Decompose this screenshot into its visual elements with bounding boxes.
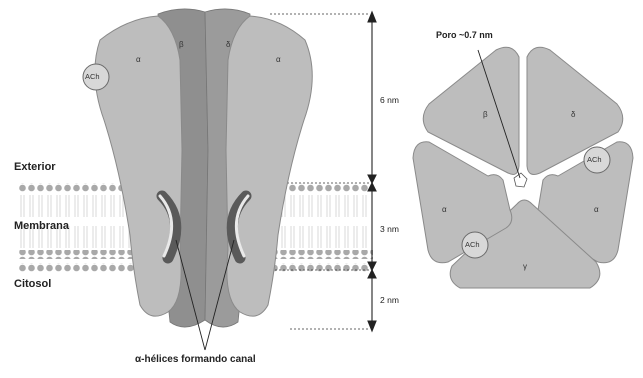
top-alpha-right-label: α — [594, 205, 599, 214]
pore-label: Poro ~0.7 nm — [436, 30, 493, 40]
side-delta-label: δ — [226, 40, 230, 49]
top-ach-upper-label: ACh — [587, 155, 602, 164]
top-delta-label: δ — [571, 110, 575, 119]
dim-top-label: 6 nm — [380, 95, 399, 105]
side-beta-label: β — [179, 40, 184, 49]
side-ach-label: ACh — [85, 72, 100, 81]
label-citosol: Citosol — [14, 278, 51, 290]
label-exterior: Exterior — [14, 161, 56, 173]
dimension-bar — [368, 12, 376, 331]
dim-mid-label: 3 nm — [380, 224, 399, 234]
side-alpha-right-label: α — [276, 55, 281, 64]
pore — [514, 173, 527, 187]
top-alpha-left-label: α — [442, 205, 447, 214]
top-beta-label: β — [483, 110, 488, 119]
helix-caption: α-hélices formando canal — [135, 354, 256, 365]
top-ach-lower-label: ACh — [465, 240, 480, 249]
top-gamma-label: γ — [523, 262, 527, 271]
side-alpha-left-label: α — [136, 55, 141, 64]
label-membrana: Membrana — [14, 220, 69, 232]
dim-bot-label: 2 nm — [380, 295, 399, 305]
